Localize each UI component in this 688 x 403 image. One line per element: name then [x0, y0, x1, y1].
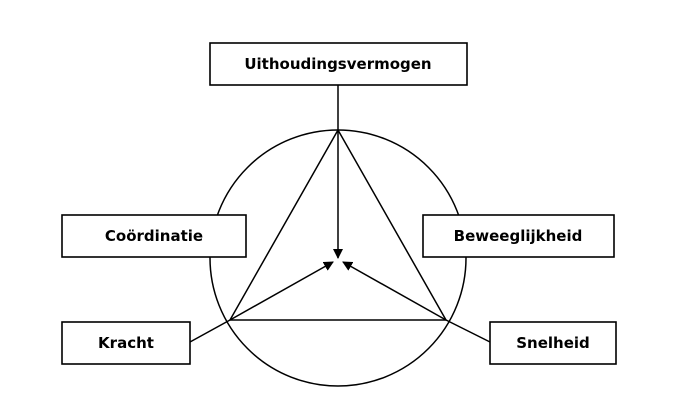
inner-triangle: [228, 128, 448, 321]
node-right-label: Beweeglijkheid: [454, 227, 583, 245]
node-left: Coördinatie: [61, 214, 247, 258]
node-bottom-right-label: Snelheid: [516, 334, 590, 352]
connector-bottom-left: [189, 319, 231, 343]
node-bottom-left: Kracht: [61, 321, 191, 365]
connector-bottom-right: [445, 319, 491, 343]
node-bottom-left-label: Kracht: [98, 334, 154, 352]
node-bottom-right: Snelheid: [489, 321, 617, 365]
node-top-label: Uithoudingsvermogen: [244, 55, 431, 73]
arrow-from-bottom-left: [229, 261, 334, 321]
arrow-from-bottom-right: [342, 261, 447, 321]
node-left-label: Coördinatie: [105, 227, 203, 245]
node-top: Uithoudingsvermogen: [209, 42, 468, 86]
node-right: Beweeglijkheid: [422, 214, 615, 258]
